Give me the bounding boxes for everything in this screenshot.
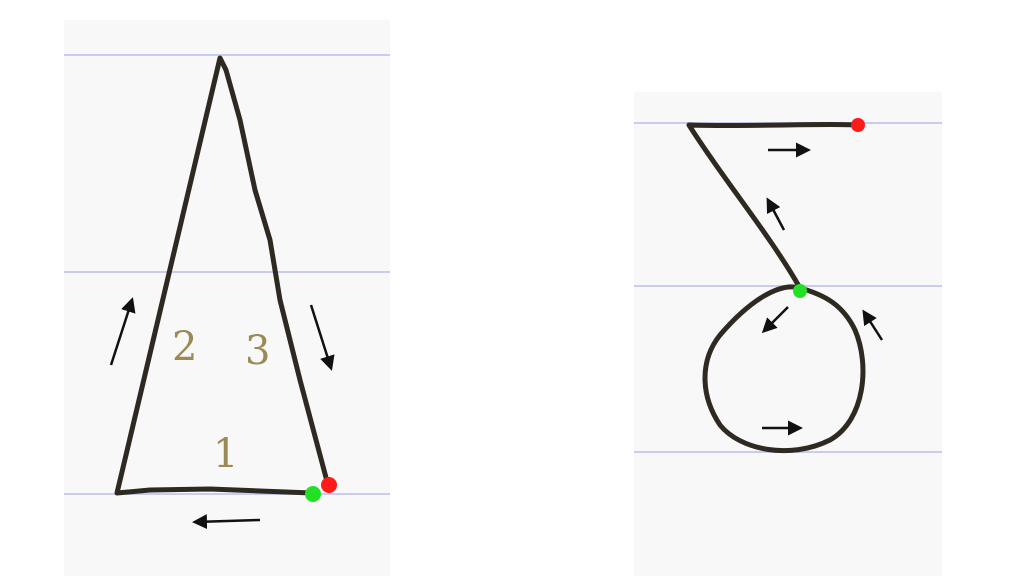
right-panel xyxy=(634,92,942,576)
right-panel-background xyxy=(634,92,942,576)
end-dot xyxy=(851,118,865,132)
start-dot xyxy=(305,486,321,502)
left-panel-background xyxy=(64,20,390,576)
start-dot xyxy=(793,284,807,298)
stroke-number-2: 2 xyxy=(172,324,197,370)
arrow-left-bottom xyxy=(192,514,261,530)
arrow-up-diagonal xyxy=(766,197,786,231)
arrow-down-right-side xyxy=(309,304,335,371)
end-dot xyxy=(321,477,337,493)
triangle-letter-stroke xyxy=(114,55,331,496)
stroke-number-1: 1 xyxy=(213,431,238,477)
arrow-down-left-loop xyxy=(761,306,789,334)
looped-letter-stroke xyxy=(686,121,866,454)
stroke-number-3: 3 xyxy=(245,328,270,374)
left-panel: 2 3 1 xyxy=(64,20,390,576)
arrow-up-left-side xyxy=(109,297,136,366)
arrow-up-right-loop xyxy=(862,309,884,341)
